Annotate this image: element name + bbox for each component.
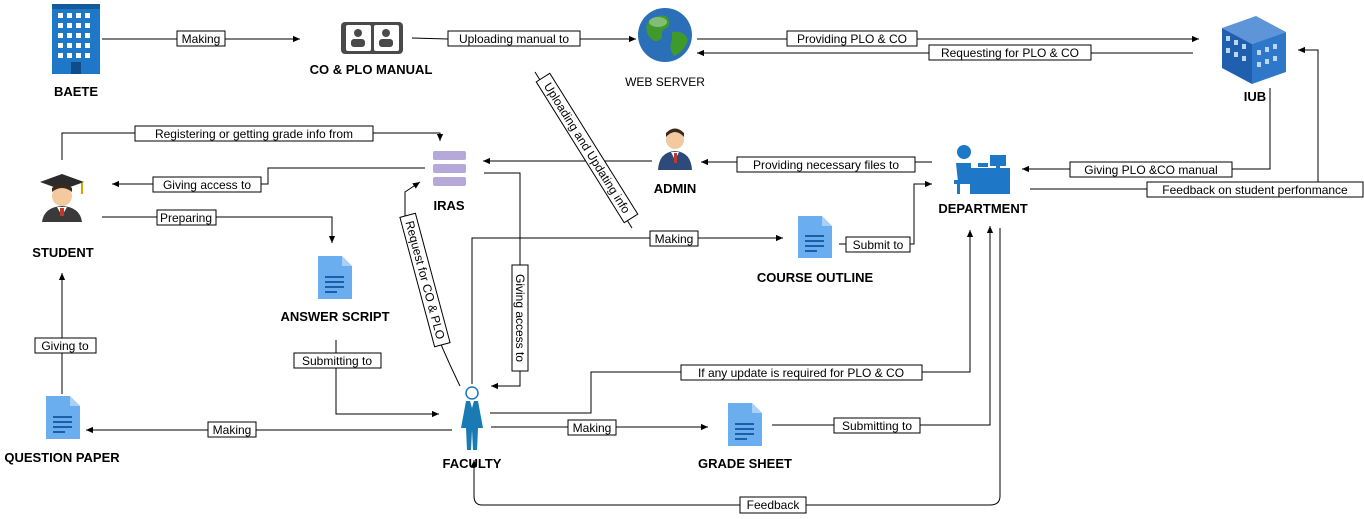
faculty-person-icon: [461, 386, 483, 450]
label-submitting-to-faculty-text: Submitting to: [302, 354, 372, 368]
label-submitting-to-faculty: Submitting to: [293, 352, 382, 369]
baete-building-icon: [52, 4, 100, 74]
label-if-update-text: If any update is required for PLO & CO: [698, 366, 904, 380]
node-grade-sheet-label: GRADE SHEET: [698, 456, 792, 471]
node-baete-label: BAETE: [54, 84, 98, 99]
edge-outline-dept: [839, 180, 932, 245]
edge-iub-dept: [1022, 88, 1271, 173]
label-giving-to: Giving to: [34, 337, 97, 354]
label-providing-plo-text: Providing PLO & CO: [797, 32, 907, 46]
label-making-grade: Making: [567, 419, 617, 436]
label-feedback-perf: Feedback on student perfonmance: [1146, 181, 1364, 198]
node-iub-label: IUB: [1244, 89, 1266, 104]
node-department-label: DEPARTMENT: [938, 201, 1027, 216]
grade-sheet-document-icon: [728, 403, 762, 446]
node-iras-label: IRAS: [433, 198, 464, 213]
label-making-question: Making: [207, 421, 257, 438]
iras-database-icon: [433, 151, 466, 186]
node-admin-label: ADMIN: [654, 181, 697, 196]
node-answer-script-label: ANSWER SCRIPT: [280, 309, 389, 324]
label-submit-to-text: Submit to: [853, 238, 904, 252]
label-registering-text: Registering or getting grade info from: [155, 127, 353, 141]
label-uploading-manual: Uploading manual to: [447, 30, 581, 47]
node-question-paper-label: QUESTION PAPER: [4, 450, 120, 465]
label-uploading-updating: Uploading and Updating info: [535, 72, 639, 224]
node-manual-label: CO & PLO MANUAL: [310, 62, 433, 77]
label-feedback-text: Feedback: [747, 498, 801, 512]
label-making-outline: Making: [649, 230, 699, 247]
label-requesting-plo: Requesting for PLO & CO: [928, 44, 1092, 61]
node-labels: BAETE CO & PLO MANUAL WEB SERVER IUB STU…: [4, 62, 1266, 471]
label-preparing: Preparing: [156, 209, 217, 226]
label-giving-access-student-text: Giving access to: [163, 178, 251, 192]
edge-answer-faculty: [335, 340, 439, 418]
label-request-co-plo: Request for CO & PLO: [399, 212, 451, 348]
label-giving-access-faculty-text: Giving access to: [513, 274, 527, 362]
department-desk-icon: [954, 145, 1010, 194]
node-course-outline-label: COURSE OUTLINE: [757, 270, 874, 285]
label-if-update: If any update is required for PLO & CO: [680, 364, 923, 381]
label-feedback-perf-text: Feedback on student perfonmance: [1162, 183, 1348, 197]
manual-book-icon: [341, 22, 403, 54]
label-making-question-text: Making: [213, 423, 252, 437]
label-feedback: Feedback: [739, 496, 807, 514]
answer-script-document-icon: [318, 256, 352, 299]
label-giving-access-student: Giving access to: [152, 176, 262, 193]
label-providing-files-text: Providing necessary files to: [753, 158, 899, 172]
edge-faculty-dept-update: [490, 230, 974, 414]
label-making-outline-text: Making: [655, 232, 694, 246]
label-preparing-text: Preparing: [160, 211, 212, 225]
label-registering: Registering or getting grade info from: [134, 125, 374, 142]
label-providing-files: Providing necessary files to: [736, 156, 916, 173]
label-making-manual: Making: [176, 30, 226, 47]
label-giving-manual: Giving PLO &CO manual: [1069, 161, 1233, 178]
node-webserver-label: WEB SERVER: [625, 75, 705, 89]
label-giving-to-text: Giving to: [41, 339, 89, 353]
label-request-co-plo-text: Request for CO & PLO: [402, 219, 447, 341]
globe-icon: [638, 8, 692, 62]
label-making-grade-text: Making: [573, 421, 612, 435]
label-submitting-to-dept: Submitting to: [833, 417, 921, 434]
label-making-manual-text: Making: [182, 32, 221, 46]
admin-person-icon: [658, 128, 692, 170]
label-giving-manual-text: Giving PLO &CO manual: [1084, 163, 1217, 177]
edge-student-answer: [102, 216, 336, 243]
question-paper-document-icon: [46, 396, 80, 439]
label-submitting-to-dept-text: Submitting to: [842, 419, 912, 433]
label-uploading-updating-text: Uploading and Updating info: [541, 80, 633, 216]
course-outline-document-icon: [798, 216, 832, 258]
label-uploading-manual-text: Uploading manual to: [459, 32, 569, 46]
label-giving-access-faculty: Giving access to: [511, 264, 529, 372]
label-requesting-plo-text: Requesting for PLO & CO: [941, 46, 1079, 60]
student-graduate-icon: [40, 174, 84, 222]
edge-labels: Making Uploading manual to Providing PLO…: [34, 30, 1364, 514]
label-submit-to: Submit to: [845, 236, 911, 253]
label-providing-plo: Providing PLO & CO: [786, 30, 918, 47]
node-faculty-label: FACULTY: [443, 456, 502, 471]
edge-dept-faculty: [470, 228, 1001, 506]
node-student-label: STUDENT: [32, 245, 93, 260]
iub-building-icon: [1222, 16, 1286, 84]
